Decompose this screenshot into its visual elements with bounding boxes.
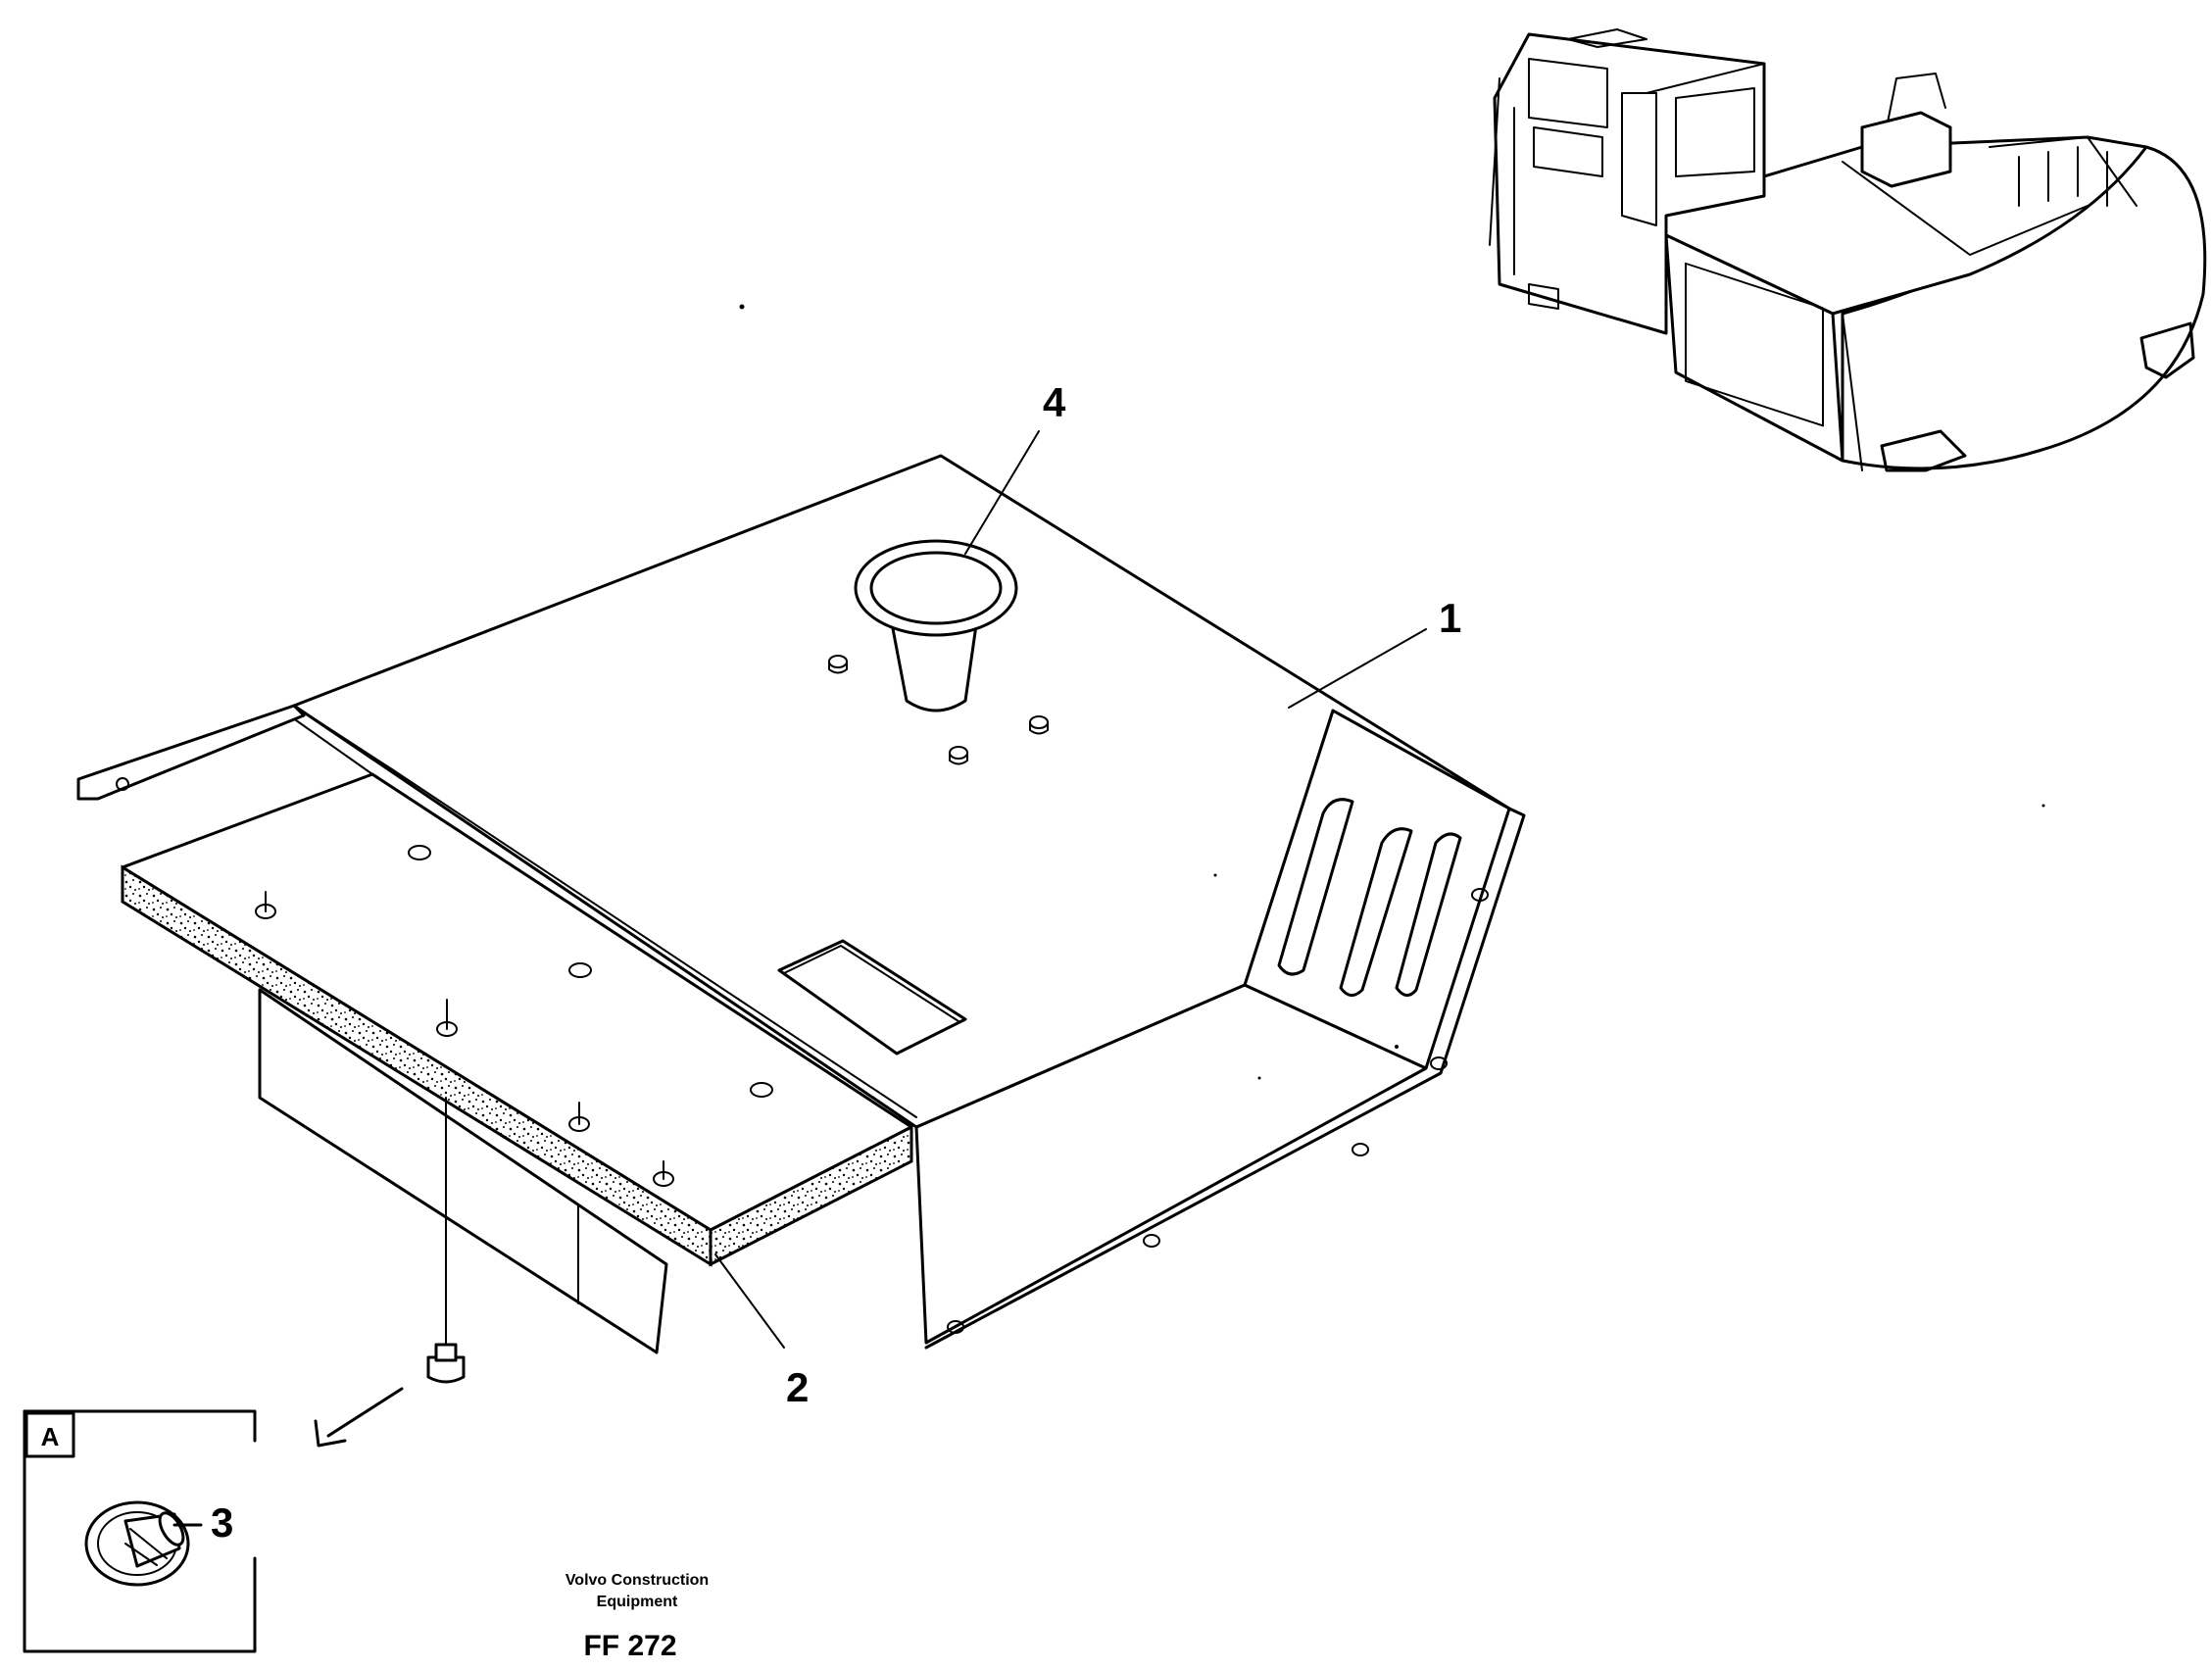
- detail-arrow: [314, 1387, 404, 1448]
- detail-view-a: A: [23, 1409, 257, 1653]
- machine-overview-illustration: [1489, 28, 2207, 472]
- scan-specks: [739, 304, 2045, 1080]
- footer-company-line1: Volvo Construction: [565, 1572, 709, 1589]
- filler-neck: [854, 539, 1018, 712]
- leader-4: [964, 430, 1040, 555]
- leader-2: [714, 1253, 785, 1349]
- footer-company-line2: Equipment: [597, 1594, 678, 1610]
- figure-code: FF 272: [583, 1630, 676, 1662]
- cover-panel-assembly: [76, 454, 1526, 1384]
- detail-tag-label: A: [41, 1422, 60, 1451]
- callout-4: 4: [1043, 379, 1066, 425]
- callout-1: 1: [1439, 595, 1461, 641]
- leader-lines: [714, 430, 1427, 1349]
- callout-2: 2: [786, 1364, 809, 1410]
- callout-3: 3: [211, 1499, 233, 1546]
- leader-1: [1288, 628, 1427, 709]
